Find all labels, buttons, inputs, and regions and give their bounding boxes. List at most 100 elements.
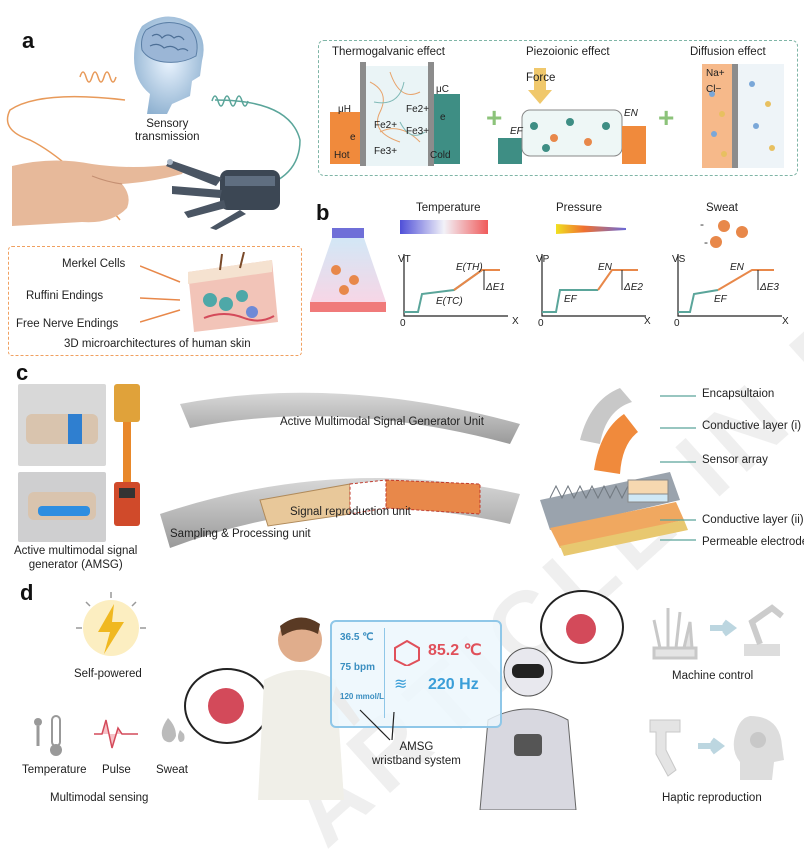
- plot2-origin: 0: [538, 318, 544, 329]
- plot-sweat: [677, 254, 782, 317]
- mini-temp: 36.5 ℃: [340, 632, 374, 643]
- reproduction-unit-label: Signal reproduction unit: [290, 506, 411, 518]
- b-sweat-title: Sweat: [706, 202, 738, 214]
- mu-c-label: μC: [436, 84, 449, 95]
- layer-conductive-ii: Conductive layer (ii): [702, 514, 804, 526]
- diffusion-title: Diffusion effect: [690, 46, 766, 58]
- hand-ball-bubble: [184, 668, 270, 744]
- plot3-xlabel: X: [782, 316, 789, 327]
- robot-hand-icon: [166, 159, 280, 230]
- force-label: Force: [526, 72, 556, 84]
- thermometer-icon: [34, 715, 62, 756]
- fe3-right-label: Fe3+: [406, 126, 430, 137]
- plot-temperature: [403, 254, 508, 317]
- piezoionic-diagram: [498, 68, 646, 164]
- plot1-origin: 0: [400, 318, 406, 329]
- layer-stack-diagram: [540, 388, 688, 556]
- panel-a-letter: a: [22, 28, 35, 53]
- plot3-lower: EF: [714, 294, 727, 305]
- plot3-origin: 0: [674, 318, 680, 329]
- na-label: Na+: [706, 68, 725, 79]
- plot1-upper: E(TH): [456, 262, 483, 273]
- plot2-delta: ΔE2: [624, 282, 643, 293]
- layer-sensor-array: Sensor array: [702, 454, 768, 466]
- mini-bpm: 75 bpm: [340, 662, 376, 673]
- wristband-pointer: [359, 709, 395, 741]
- multimodal-label: Multimodal sensing: [50, 792, 149, 804]
- screen-freq: 220 Hz: [428, 676, 479, 693]
- pulse-label: Pulse: [102, 764, 131, 776]
- plot1-xlabel: X: [512, 316, 519, 327]
- temperature-hexagon-icon: [394, 640, 420, 666]
- skin-caption: 3D microarchitectures of human skin: [64, 338, 251, 350]
- wristband-photo-2: [18, 472, 106, 542]
- robot-figure: [479, 647, 577, 810]
- haptic-label: Haptic reproduction: [662, 792, 762, 804]
- generator-unit-diagram: [160, 392, 520, 548]
- plot3-delta: ΔE3: [760, 282, 779, 293]
- mini-sweat: 120 mmol/L: [340, 692, 385, 701]
- fe3-left-label: Fe3+: [374, 146, 398, 157]
- self-powered-label: Self-powered: [74, 668, 142, 680]
- plot2-xlabel: X: [644, 316, 651, 327]
- e-right-label: e: [440, 112, 446, 123]
- plot3-ylabel: VS: [672, 254, 686, 265]
- plot2-lower: EF: [564, 294, 577, 305]
- human-hand-icon: [12, 160, 184, 226]
- haptic-reproduction-icons: [649, 716, 784, 780]
- diffusion-diagram: [702, 64, 784, 168]
- panel-d-letter: d: [20, 580, 34, 605]
- plus-icon-2: +: [658, 102, 675, 133]
- skin-pointer-arrows: [140, 265, 181, 323]
- pressure-gradient-icon: [556, 224, 626, 234]
- plot2-upper: EN: [598, 262, 612, 273]
- skin-box: [8, 246, 302, 356]
- wristband-photo-1: [18, 384, 106, 466]
- flexible-pcb-icon: [114, 384, 140, 526]
- thermogalvanic-title: Thermogalvanic effect: [332, 46, 445, 58]
- layer-permeable-electrode: Permeable electrode: [702, 536, 804, 548]
- temperature-gradient-bar: [400, 220, 488, 234]
- pulse-wave-icon: [94, 719, 138, 749]
- en-label: EN: [624, 108, 638, 119]
- sampling-unit-label: Sampling & Processing unit: [170, 528, 311, 540]
- vibration-icon: ≋: [394, 676, 408, 693]
- signal-wave-orange-icon: [79, 71, 117, 83]
- cold-label: Cold: [430, 150, 451, 161]
- effects-box: [318, 40, 798, 176]
- thermogalvanic-diagram: [330, 62, 460, 166]
- robot-ball-bubble: [540, 590, 624, 664]
- layer-encapsulation: Encapsultaion: [702, 388, 775, 400]
- layer-pointer-arrows: [660, 395, 696, 541]
- merkel-label: Merkel Cells: [62, 258, 126, 270]
- hot-label: Hot: [334, 150, 350, 161]
- wristband-label: AMSG wristband system: [372, 741, 461, 767]
- plot-pressure: [541, 254, 646, 317]
- device-stack-icon: [310, 228, 386, 312]
- svg-text:-: -: [704, 235, 708, 248]
- mu-h-label: μH: [338, 104, 351, 115]
- svg-text:-: -: [700, 218, 704, 231]
- sweat-drop-icon: [161, 718, 185, 743]
- e-left-label: e: [350, 132, 356, 143]
- screen-temp: 85.2 ℃: [428, 642, 482, 659]
- free-nerve-label: Free Nerve Endings: [16, 318, 119, 330]
- lightning-icon: [76, 592, 146, 656]
- generator-unit-label: Active Multimodal Signal Generator Unit: [280, 416, 484, 428]
- plus-icon-1: +: [486, 102, 503, 133]
- sweat-ions-icon: --: [700, 218, 748, 248]
- brain-head-icon: [134, 16, 204, 114]
- ef-label: EF: [510, 126, 523, 137]
- b-temperature-title: Temperature: [416, 202, 481, 214]
- amsg-label: Active multimodal signal generator (AMSG…: [14, 545, 138, 571]
- plot1-ylabel: VT: [398, 254, 411, 265]
- plot1-lower: E(TC): [436, 296, 463, 307]
- cl-label: Cl−: [706, 84, 722, 95]
- fe2-left-label: Fe2+: [374, 120, 398, 131]
- display-screen: 36.5 ℃ 75 bpm 120 mmol/L 85.2 ℃ 220 Hz ≋: [330, 620, 502, 728]
- machine-control-icons: [652, 604, 784, 660]
- panel-c-letter: c: [16, 360, 29, 385]
- fe2-right-label: Fe2+: [406, 104, 430, 115]
- plot2-ylabel: VP: [536, 254, 550, 265]
- plot3-upper: EN: [730, 262, 744, 273]
